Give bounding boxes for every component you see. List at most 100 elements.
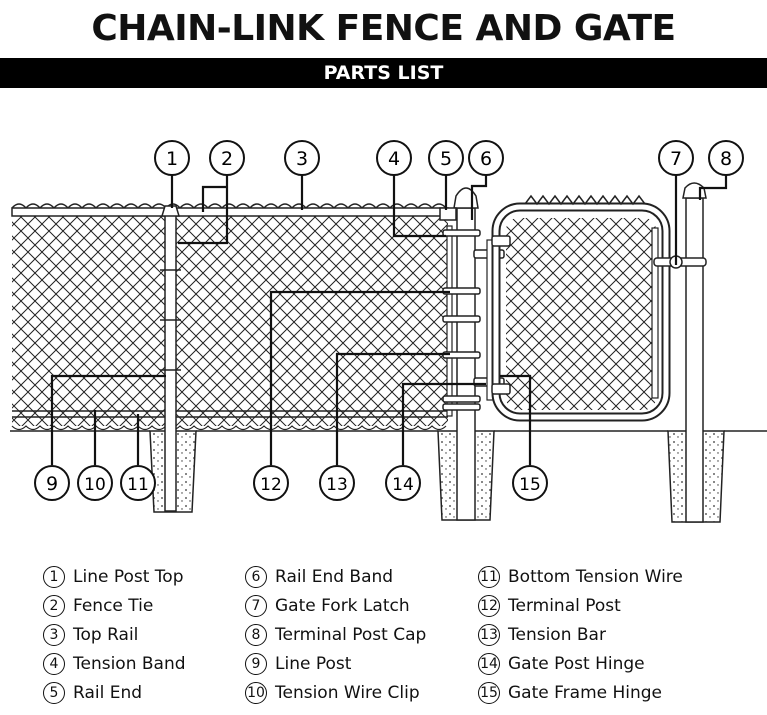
- legend-number: 9: [245, 652, 267, 675]
- gate-latch-side-bar: [651, 227, 659, 399]
- legend-label: Tension Wire Clip: [275, 682, 420, 703]
- legend-column-3: 11 Bottom Tension Wire 12 Terminal Post 13…: [478, 562, 683, 707]
- gate-fork-latch: [653, 255, 707, 269]
- legend-column-2: 6 Rail End Band 7 Gate Fork Latch 8 Termina…: [245, 562, 426, 707]
- legend-item: 1 Line Post Top: [43, 562, 186, 591]
- top-rail: [11, 207, 449, 217]
- rail-end: [439, 207, 457, 221]
- line-post-top: [160, 205, 181, 217]
- legend-number: 15: [478, 681, 500, 704]
- legend-label: Gate Post Hinge: [508, 653, 645, 674]
- legend-label: Fence Tie: [73, 595, 154, 616]
- legend-number: 13: [478, 623, 500, 646]
- legend-label: Tension Band: [73, 653, 186, 674]
- legend-item: 8 Terminal Post Cap: [245, 620, 426, 649]
- callout-2: 2: [209, 140, 245, 176]
- callout-14: 14: [385, 465, 421, 501]
- latch-post-cap: [682, 182, 707, 199]
- legend-label: Tension Bar: [508, 624, 606, 645]
- legend-label: Terminal Post: [508, 595, 621, 616]
- callout-10: 10: [77, 465, 113, 501]
- legend-item: 14 Gate Post Hinge: [478, 649, 683, 678]
- legend-label: Rail End: [73, 682, 143, 703]
- legend-item: 5 Rail End: [43, 678, 186, 707]
- callout-7: 7: [658, 140, 694, 176]
- callout-6: 6: [468, 140, 504, 176]
- legend-number: 3: [43, 623, 65, 646]
- gate-frame-hinges: [491, 235, 511, 395]
- svg-text:14: 14: [392, 475, 414, 495]
- tension-bands: [442, 229, 481, 411]
- page-title: CHAIN-LINK FENCE AND GATE: [91, 8, 676, 49]
- latch-post: [685, 197, 704, 523]
- legend-label: Gate Fork Latch: [275, 595, 410, 616]
- bottom-tension-wire: [12, 410, 448, 418]
- svg-text:6: 6: [480, 148, 492, 170]
- legend-number: 6: [245, 565, 267, 588]
- legend-item: 2 Fence Tie: [43, 591, 186, 620]
- svg-text:15: 15: [519, 475, 541, 495]
- callout-9: 9: [34, 465, 70, 501]
- legend-label: Line Post Top: [73, 566, 184, 587]
- svg-text:13: 13: [326, 475, 348, 495]
- legend-item: 9 Line Post: [245, 649, 426, 678]
- parts-list-banner: PARTS LIST: [0, 58, 767, 88]
- svg-text:11: 11: [127, 475, 149, 495]
- callout-5: 5: [428, 140, 464, 176]
- svg-text:4: 4: [388, 148, 400, 170]
- legend-number: 2: [43, 594, 65, 617]
- svg-text:5: 5: [440, 148, 452, 170]
- terminal-post: [456, 207, 476, 521]
- terminal-post-cap: [453, 187, 479, 209]
- gate-mesh: [506, 218, 656, 410]
- svg-text:9: 9: [46, 473, 58, 495]
- legend-label: Rail End Band: [275, 566, 394, 587]
- fence-bottom-knuckles: [11, 425, 447, 431]
- legend-item: 11 Bottom Tension Wire: [478, 562, 683, 591]
- legend-number: 11: [478, 565, 500, 588]
- legend-label: Bottom Tension Wire: [508, 566, 683, 587]
- callout-11: 11: [120, 465, 156, 501]
- svg-text:2: 2: [221, 148, 233, 170]
- legend-label: Terminal Post Cap: [275, 624, 427, 645]
- svg-text:10: 10: [84, 475, 106, 495]
- legend-label: Top Rail: [73, 624, 139, 645]
- callout-8: 8: [708, 140, 744, 176]
- line-post: [164, 214, 177, 512]
- callout-15: 15: [512, 465, 548, 501]
- legend-number: 12: [478, 594, 500, 617]
- legend-item: 10 Tension Wire Clip: [245, 678, 426, 707]
- legend-number: 5: [43, 681, 65, 704]
- legend-number: 4: [43, 652, 65, 675]
- legend-number: 10: [245, 681, 267, 704]
- callout-1: 1: [154, 140, 190, 176]
- callout-13: 13: [319, 465, 355, 501]
- svg-text:1: 1: [166, 148, 178, 170]
- legend-item: 6 Rail End Band: [245, 562, 426, 591]
- gate-top-knuckles: [524, 194, 646, 206]
- legend-number: 1: [43, 565, 65, 588]
- svg-text:12: 12: [260, 475, 282, 495]
- legend-number: 7: [245, 594, 267, 617]
- callout-4: 4: [376, 140, 412, 176]
- leader-lines: [50, 175, 728, 465]
- legend-item: 4 Tension Band: [43, 649, 186, 678]
- legend-item: 13 Tension Bar: [478, 620, 683, 649]
- callout-3: 3: [284, 140, 320, 176]
- svg-text:7: 7: [670, 148, 682, 170]
- callout-12: 12: [253, 465, 289, 501]
- legend-number: 14: [478, 652, 500, 675]
- legend-column-1: 1 Line Post Top 2 Fence Tie 3 Top Rail 4 Ten…: [43, 562, 186, 707]
- legend-item: 15 Gate Frame Hinge: [478, 678, 683, 707]
- legend-label: Gate Frame Hinge: [508, 682, 663, 703]
- gate-frame-inner: [493, 204, 669, 420]
- legend-item: 12 Terminal Post: [478, 591, 683, 620]
- fence-mesh: [12, 208, 448, 426]
- legend-number: 8: [245, 623, 267, 646]
- svg-text:8: 8: [720, 148, 732, 170]
- legend-label: Line Post: [275, 653, 352, 674]
- legend-item: 7 Gate Fork Latch: [245, 591, 426, 620]
- fence-top-knuckles: [11, 203, 447, 210]
- fence-ties: [160, 269, 181, 371]
